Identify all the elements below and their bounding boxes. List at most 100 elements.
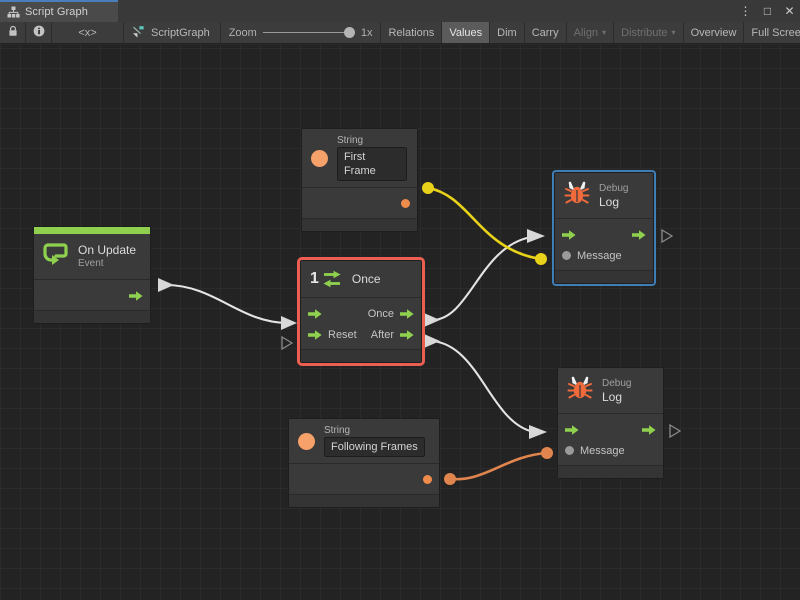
node-header: String First Frame: [302, 129, 417, 188]
node-title-block: Debug Log: [599, 183, 628, 209]
node-footer: [302, 218, 417, 231]
node-title: String: [324, 425, 351, 436]
node-ports: Message: [558, 414, 663, 465]
flow-arrow-icon: [642, 424, 656, 435]
port-in-message[interactable]: Message: [565, 445, 625, 457]
port-out-value[interactable]: [401, 199, 410, 208]
lock-button[interactable]: [0, 22, 26, 43]
event-loop-icon: [43, 241, 69, 272]
unconnected-port-triangle[interactable]: [661, 229, 673, 243]
port-out-once[interactable]: Once: [368, 308, 414, 320]
overview-button[interactable]: Overview: [683, 22, 745, 43]
port-out-flow[interactable]: [632, 229, 646, 241]
node-subtitle: Debug: [602, 377, 632, 389]
port-label: Once: [367, 307, 394, 320]
port-out-flow[interactable]: [129, 290, 143, 302]
dim-button[interactable]: Dim: [490, 22, 525, 43]
port-label: Reset: [328, 328, 357, 341]
node-subtitle: Debug: [599, 182, 629, 194]
port-in-reset[interactable]: Reset: [308, 329, 357, 341]
node-title-block: Debug Log: [602, 378, 631, 404]
once-counter-icon: 1: [310, 268, 343, 290]
port-row: Reset After: [301, 324, 421, 345]
close-icon[interactable]: ✕: [784, 4, 795, 18]
node-title: Once: [351, 271, 381, 286]
event-accent-bar: [34, 227, 150, 234]
port-row: Message: [555, 245, 653, 266]
carry-button[interactable]: Carry: [524, 22, 567, 43]
code-brackets-icon: <x>: [78, 26, 97, 39]
node-string-first-frame[interactable]: String First Frame: [301, 128, 418, 232]
relations-button[interactable]: Relations: [381, 22, 443, 43]
node-footer: [555, 270, 653, 283]
node-footer: [301, 349, 421, 362]
string-circle-icon: [311, 149, 328, 167]
graph-canvas[interactable]: On Update Event: [0, 45, 800, 600]
node-header: 1 Once: [301, 261, 421, 298]
node-once[interactable]: 1 Once: [297, 257, 425, 366]
graph-toolbar: <x> ScriptGraph Zoom 1x Relations Values…: [0, 22, 800, 44]
more-options-icon[interactable]: ⋮: [739, 4, 752, 18]
node-title: On Update: [78, 242, 137, 257]
tab-script-graph[interactable]: Script Graph: [0, 0, 118, 22]
zoom-slider-handle[interactable]: [343, 27, 355, 38]
node-title-block: String First Frame: [336, 135, 407, 181]
edge-firstframe-to-message: [427, 186, 542, 261]
values-button[interactable]: Values: [442, 22, 491, 43]
distribute-dropdown[interactable]: Distribute ▾: [614, 22, 684, 43]
port-row: [558, 419, 663, 440]
port-label: Message: [580, 444, 625, 457]
unconnected-port-triangle[interactable]: [281, 336, 293, 350]
distribute-label: Distribute: [621, 26, 668, 39]
flow-arrow-icon: [632, 229, 646, 240]
flow-arrow-icon: [308, 329, 322, 340]
port-label: After: [370, 328, 394, 341]
node-ports: Message: [555, 219, 653, 270]
node-header: Debug Log: [555, 173, 653, 219]
node-subtitle: Event: [78, 257, 104, 269]
align-dropdown[interactable]: Align ▾: [566, 22, 615, 43]
info-button[interactable]: [26, 22, 52, 43]
port-in-enter[interactable]: [308, 308, 322, 320]
string-value-input[interactable]: First Frame: [336, 147, 407, 181]
flow-arrow-icon: [308, 308, 322, 319]
flow-arrow-icon: [400, 308, 414, 319]
edge-start-arrow: [424, 313, 440, 327]
node-title: Log: [599, 194, 620, 209]
node-string-following-frames[interactable]: String Following Frames: [288, 418, 440, 508]
node-title-block: String Following Frames: [324, 425, 425, 457]
port-row: Message: [558, 440, 663, 461]
bug-icon: [564, 180, 590, 211]
graph-name-field[interactable]: ScriptGraph: [124, 22, 221, 43]
edge-start-arrow: [158, 278, 174, 292]
value-port-dot: [565, 446, 574, 455]
edge-after-to-debuglog-bottom: [431, 339, 535, 434]
node-debug-log-bottom[interactable]: Debug Log: [557, 367, 664, 479]
node-header: On Update Event: [34, 234, 150, 280]
edge-end-arrow: [529, 425, 547, 439]
chevron-down-icon: ▾: [602, 27, 607, 37]
port-out-flow[interactable]: [642, 424, 656, 436]
maximize-icon[interactable]: □: [763, 4, 772, 18]
string-value-input[interactable]: Following Frames: [324, 437, 425, 457]
graph-name-label: ScriptGraph: [151, 26, 210, 39]
node-ports: Once Reset After: [301, 298, 421, 349]
port-in-flow[interactable]: [565, 424, 579, 436]
node-on-update[interactable]: On Update Event: [33, 226, 151, 324]
port-out-value[interactable]: [423, 475, 432, 484]
value-port-dot: [562, 251, 571, 260]
port-in-flow[interactable]: [562, 229, 576, 241]
port-in-message[interactable]: Message: [562, 250, 622, 262]
unconnected-port-triangle[interactable]: [669, 424, 681, 438]
node-title-block: On Update Event: [78, 242, 137, 270]
graph-hierarchy-icon: [7, 6, 20, 19]
full-screen-button[interactable]: Full Screen: [744, 22, 800, 43]
variables-button[interactable]: <x>: [52, 22, 124, 43]
window-controls: ⋮ □ ✕: [739, 0, 796, 22]
zoom-control[interactable]: Zoom 1x: [221, 22, 382, 43]
node-ports: [34, 280, 150, 310]
node-debug-log-top[interactable]: Debug Log: [552, 170, 656, 286]
zoom-slider[interactable]: [262, 27, 355, 39]
port-out-after[interactable]: After: [371, 329, 414, 341]
